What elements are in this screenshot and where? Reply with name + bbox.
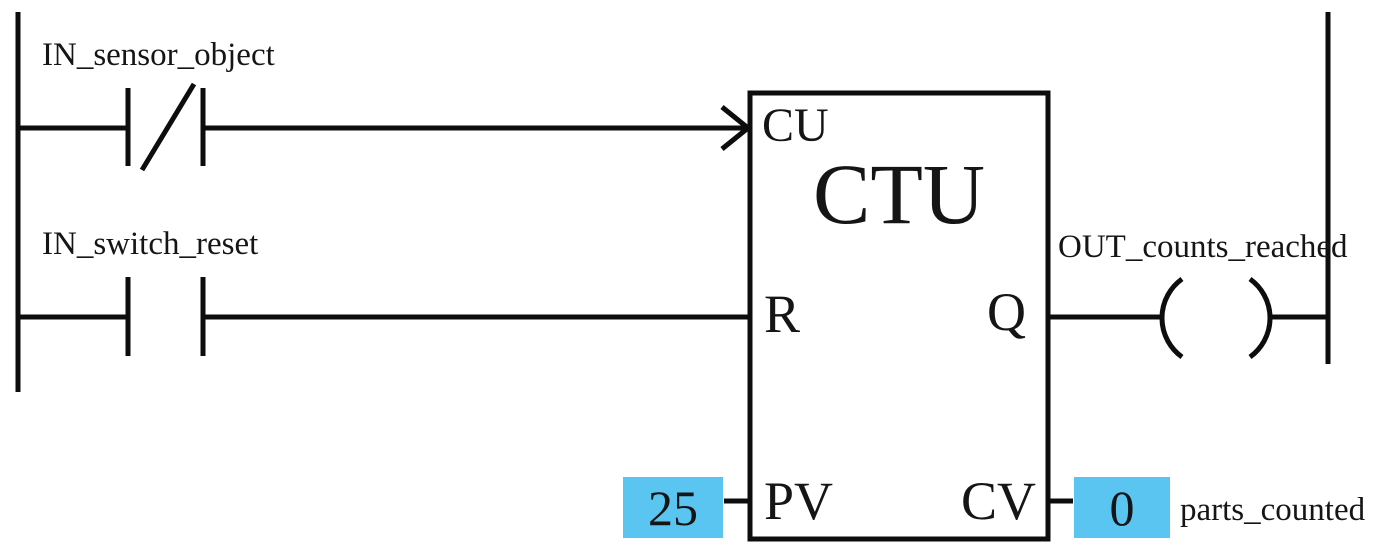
coil-right-paren xyxy=(1248,276,1273,360)
counter-pin-q: Q xyxy=(987,282,1026,342)
counter-block-title: CTU xyxy=(813,146,985,242)
cv-variable-label: parts_counted xyxy=(1180,492,1366,528)
counter-pin-cv: CV xyxy=(960,471,1036,531)
cv-current-value-field[interactable]: 0 xyxy=(1074,477,1170,538)
nc-contact-slash xyxy=(139,82,197,172)
coil-variable-label: OUT_counts_reached xyxy=(1058,229,1348,265)
counter-pin-cu: CU xyxy=(762,99,829,152)
counter-pin-r: R xyxy=(764,284,801,344)
pv-preset-value-field[interactable]: 25 xyxy=(623,477,723,538)
pv-preset-value: 25 xyxy=(648,479,698,536)
rung2-contact-variable-label: IN_switch_reset xyxy=(42,226,259,262)
rung1-contact-variable-label: IN_sensor_object xyxy=(42,37,275,73)
counter-pin-pv: PV xyxy=(764,471,834,531)
coil-left-paren xyxy=(1159,276,1184,360)
cv-current-value: 0 xyxy=(1109,479,1135,536)
counter-block-outline xyxy=(747,90,1051,542)
